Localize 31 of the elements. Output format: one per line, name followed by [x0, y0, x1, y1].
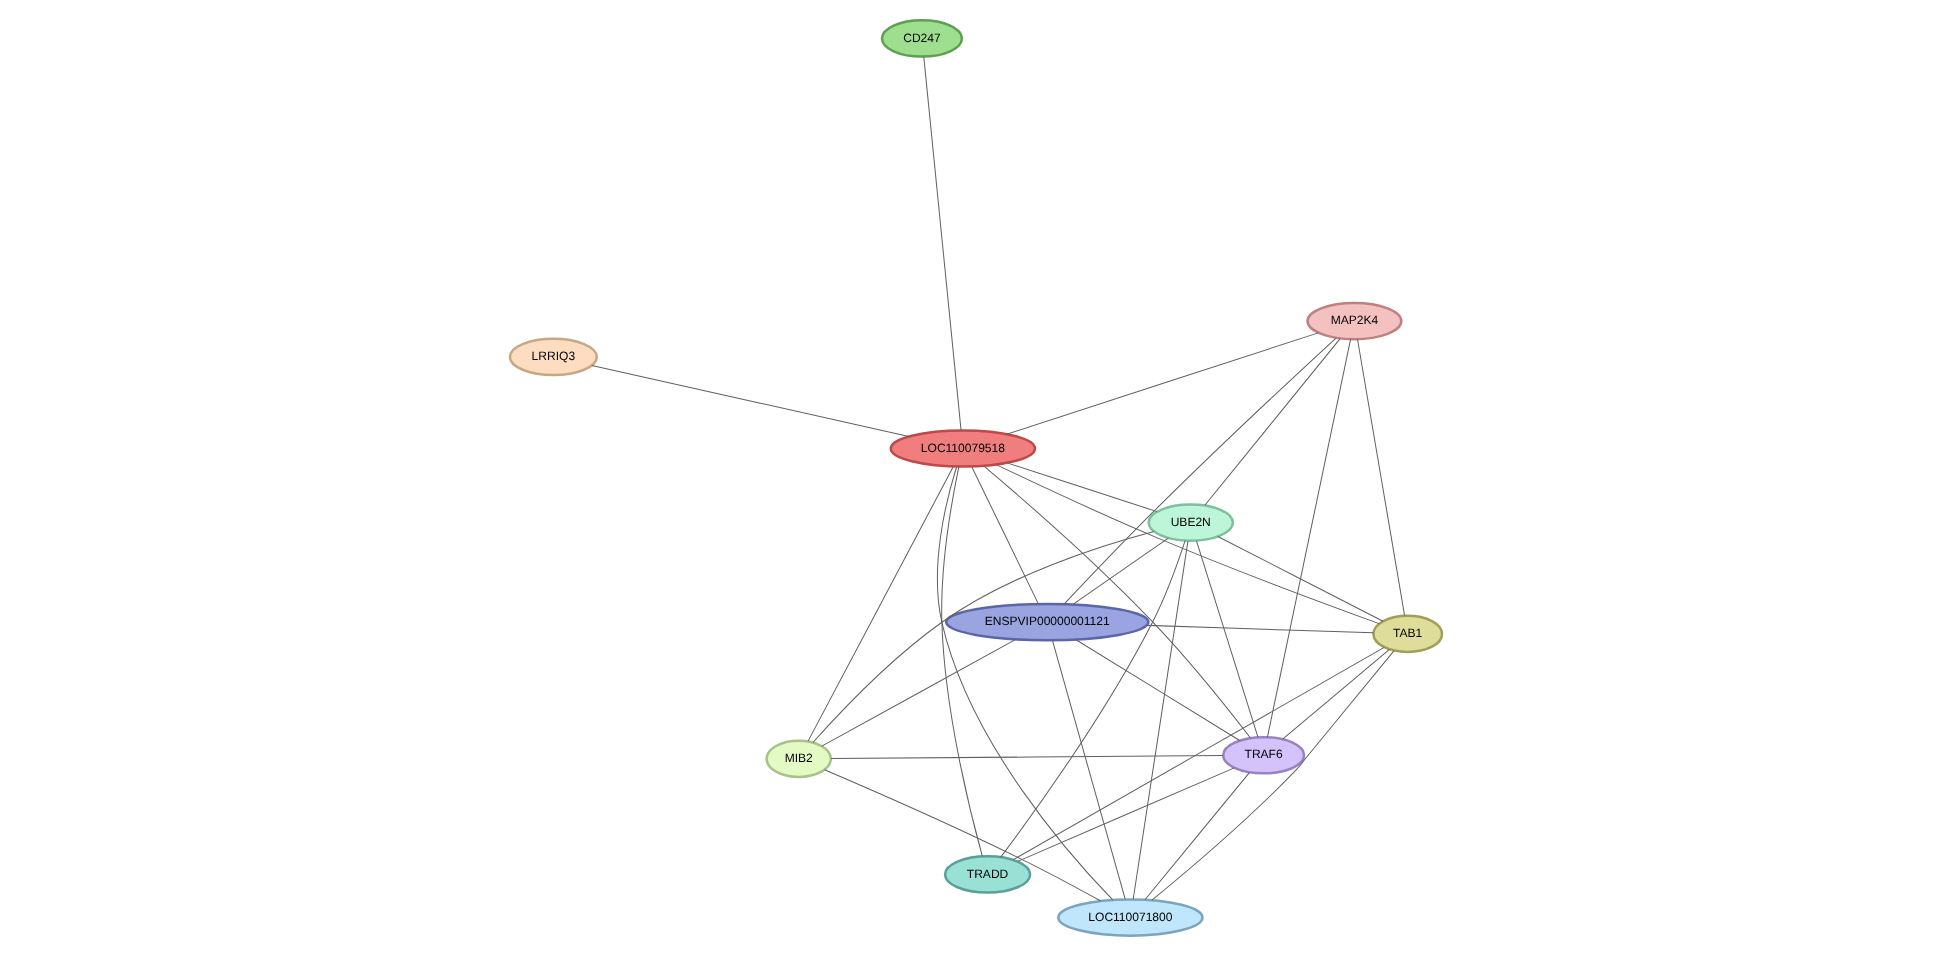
connector [1000, 540, 1186, 858]
connector [1217, 535, 1384, 622]
connector [821, 638, 1017, 747]
connector [936, 466, 1114, 901]
connector [1204, 338, 1341, 506]
connector [1282, 648, 1390, 740]
connector [1012, 646, 1385, 861]
connector [923, 56, 962, 431]
connector [1072, 537, 1169, 605]
connector [941, 466, 983, 857]
connector [1146, 624, 1374, 634]
connector [971, 466, 1039, 605]
connector [995, 464, 1380, 625]
connector [1075, 639, 1241, 741]
connector [830, 755, 1224, 760]
connector [1266, 338, 1352, 738]
connector [1144, 771, 1251, 901]
connector [1017, 767, 1235, 862]
connector [824, 769, 1102, 902]
connector [1006, 462, 1158, 513]
connector [1196, 540, 1259, 738]
connector [1357, 338, 1406, 617]
connector [1132, 540, 1189, 900]
connector [1063, 337, 1337, 605]
connector [1151, 650, 1395, 901]
connector [591, 365, 910, 437]
connector [983, 465, 1251, 739]
connector [807, 466, 954, 742]
connector [1051, 639, 1126, 900]
connector [1006, 332, 1319, 435]
connector [812, 530, 1155, 744]
